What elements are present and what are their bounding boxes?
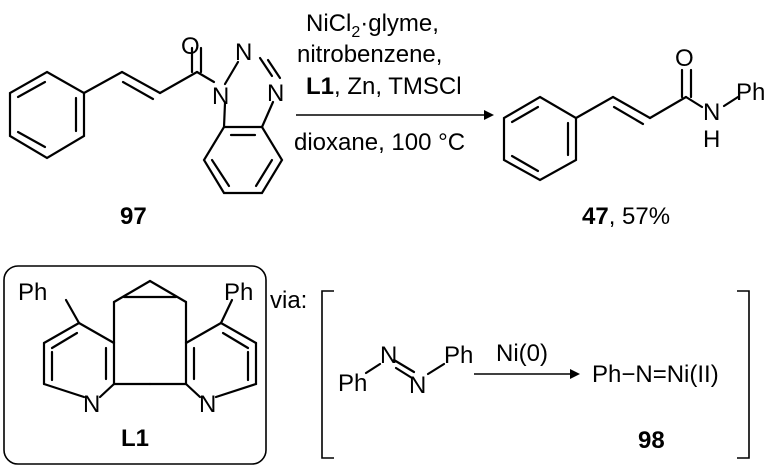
mech-arrow-label: Ni(0)	[496, 340, 548, 367]
atom-n1-97: N	[212, 83, 229, 110]
atom-n-right-l1: N	[199, 391, 216, 418]
atom-ph-47: Ph	[736, 79, 765, 106]
atom-o-97: O	[181, 33, 200, 60]
atom-n3-97: N	[267, 80, 284, 107]
atom-n-47: N	[703, 99, 720, 126]
reagents-line-1: NiCl2·glyme,	[306, 10, 439, 41]
azo-n2: N	[409, 372, 426, 399]
atom-o-47: O	[675, 45, 694, 72]
bracket-right	[737, 290, 750, 459]
atom-ph-left-l1: Ph	[18, 279, 47, 306]
azo-n1: N	[380, 342, 397, 369]
mechanism-arrow-head	[570, 369, 580, 379]
compound-label-98: 98	[638, 427, 665, 454]
ligand-l1-structure	[42, 279, 258, 399]
compound-47-structure	[502, 68, 740, 182]
reaction-conditions: dioxane, 100 °C	[294, 129, 465, 156]
atom-h-47: H	[703, 126, 720, 153]
compound-label-47: 47, 57%	[582, 203, 670, 230]
atom-n-left-l1: N	[83, 391, 100, 418]
azo-ph-right: Ph	[444, 342, 473, 369]
atom-n2-97: N	[235, 39, 252, 66]
ligand-box	[3, 265, 267, 465]
compound-97-structure	[8, 46, 284, 195]
reagents-line-3: L1, Zn, TMSCl	[306, 73, 462, 100]
via-label: via:	[270, 287, 307, 314]
reaction-arrow-head	[484, 110, 494, 120]
ligand-label-l1: L1	[121, 425, 149, 452]
atom-ph-right-l1: Ph	[224, 279, 253, 306]
compound-label-97: 97	[120, 203, 147, 230]
ni-imido-species: Ph−N=Ni(II)	[592, 361, 719, 388]
bracket-left	[321, 290, 334, 459]
reagents-line-2: nitrobenzene,	[297, 41, 442, 68]
azo-ph-left: Ph	[338, 370, 367, 397]
